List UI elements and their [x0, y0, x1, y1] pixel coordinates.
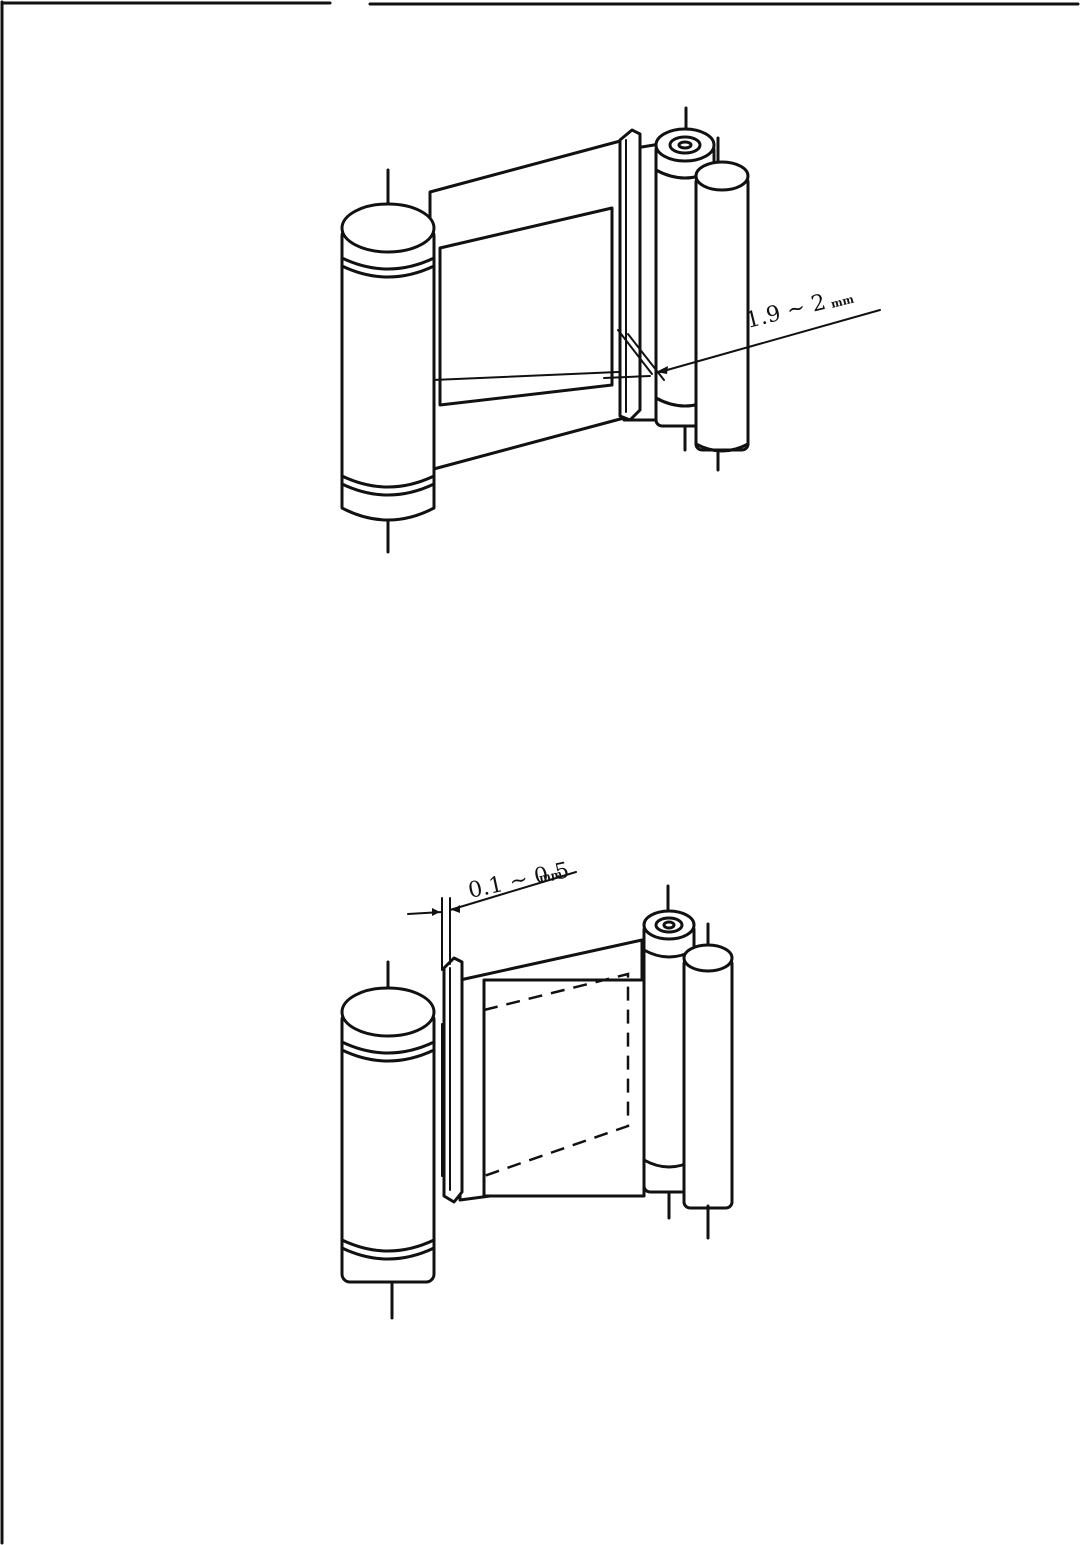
front-right-roller [694, 136, 750, 472]
dimension-2: 0.1 ~ 0.5 mm [407, 858, 577, 971]
left-supply-roll [340, 168, 436, 554]
guide-plate-2 [441, 956, 464, 1204]
front-right-roller-2 [682, 922, 734, 1240]
left-supply-roll-2 [340, 960, 436, 1320]
dimension-2-unit: mm [538, 867, 564, 885]
guide-plate [618, 128, 642, 422]
dimension-1-unit: mm [830, 293, 856, 311]
middle-roller-2 [642, 884, 696, 1220]
figure-2-roller-assembly: 0.1 ~ 0.5 mm [340, 858, 734, 1320]
figure-1-roller-assembly: 1.9 ~ 2 mm [340, 106, 881, 554]
film-web [428, 138, 626, 472]
film-web-2 [458, 938, 646, 1202]
